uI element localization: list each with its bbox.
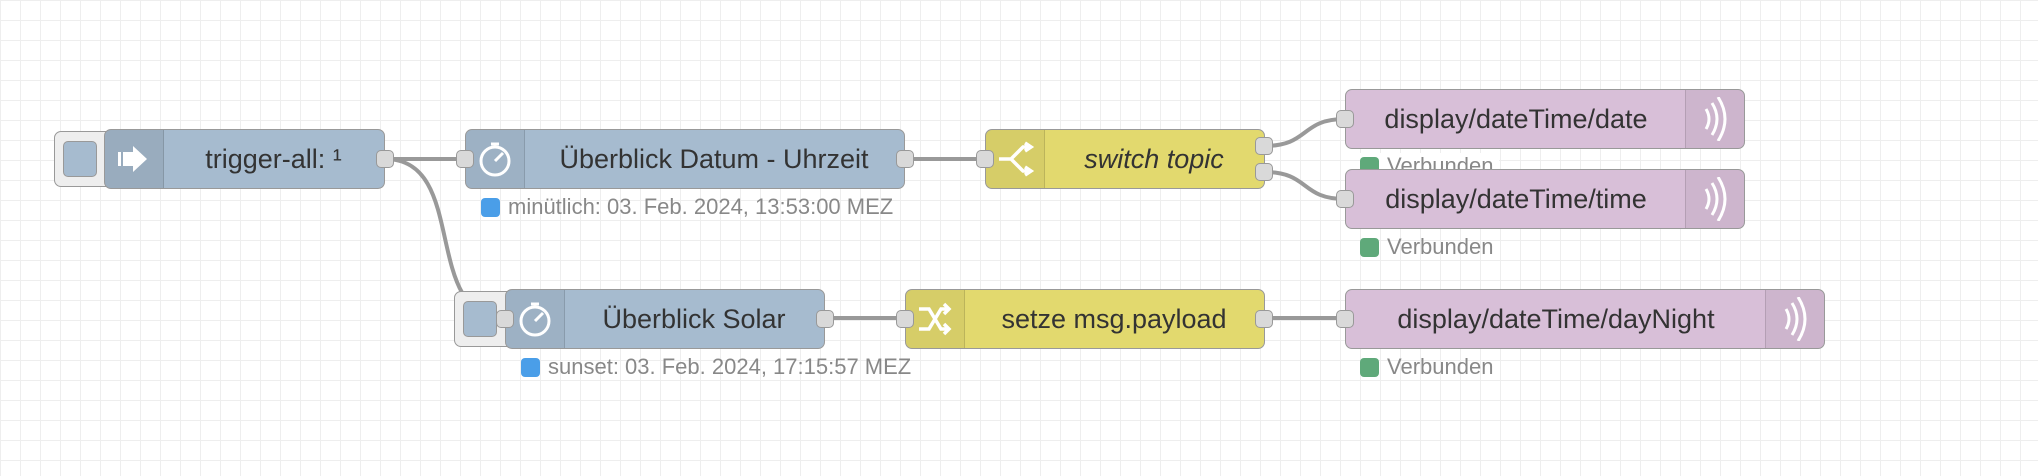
shuffle-icon: [906, 290, 965, 348]
node-setze-payload[interactable]: setze msg.payload: [905, 289, 1265, 349]
input-port[interactable]: [976, 150, 994, 168]
inject-button-face[interactable]: [63, 141, 97, 177]
inject-button-face[interactable]: [463, 301, 497, 337]
output-port[interactable]: [896, 150, 914, 168]
timer-icon: [466, 130, 525, 188]
node-label: display/dateTime/time: [1385, 183, 1647, 214]
output-port[interactable]: [376, 150, 394, 168]
node-label: Überblick Datum - Uhrzeit: [559, 143, 869, 174]
output-port[interactable]: [816, 310, 834, 328]
status-dot: [481, 197, 500, 217]
timer-icon: [506, 290, 565, 348]
status-dot: [521, 357, 540, 377]
inject-trigger-button[interactable]: [54, 131, 114, 187]
input-port[interactable]: [496, 310, 514, 328]
status-text: Verbunden: [1387, 234, 1494, 259]
output-port-1[interactable]: [1255, 137, 1273, 155]
arrow-right-icon: [105, 130, 164, 188]
status-text: sunset: 03. Feb. 2024, 17:15:57 MEZ: [548, 354, 912, 379]
node-mqtt-time[interactable]: display/dateTime/time: [1345, 169, 1745, 229]
node-trigger-all[interactable]: trigger-all: ¹: [104, 129, 385, 189]
input-port[interactable]: [456, 150, 474, 168]
status-mqtt-daynight: Verbunden: [1360, 354, 1493, 380]
node-label: setze msg.payload: [1001, 303, 1227, 334]
status-dot: [1360, 237, 1379, 257]
node-label: trigger-all: ¹: [205, 143, 342, 174]
broadcast-icon: [1685, 170, 1744, 228]
status-text: minütlich: 03. Feb. 2024, 13:53:00 MEZ: [508, 194, 894, 219]
node-label: display/dateTime/dayNight: [1397, 303, 1715, 334]
status-uberblick-datum: minütlich: 03. Feb. 2024, 13:53:00 MEZ: [481, 194, 893, 220]
broadcast-icon: [1685, 90, 1744, 148]
output-port-2[interactable]: [1255, 163, 1273, 181]
wire-switch-to-date[interactable]: [1263, 117, 1346, 148]
status-uberblick-solar: sunset: 03. Feb. 2024, 17:15:57 MEZ: [521, 354, 911, 380]
status-dot: [1360, 357, 1379, 377]
node-label: switch topic: [1084, 143, 1224, 174]
node-uberblick-datum[interactable]: Überblick Datum - Uhrzeit: [465, 129, 905, 189]
input-port[interactable]: [1336, 190, 1354, 208]
wire-switch-to-time[interactable]: [1263, 170, 1346, 201]
broadcast-icon: [1765, 290, 1824, 348]
input-port[interactable]: [896, 310, 914, 328]
node-uberblick-solar[interactable]: Überblick Solar: [505, 289, 825, 349]
status-text: Verbunden: [1387, 354, 1494, 379]
node-label: display/dateTime/date: [1384, 103, 1648, 134]
input-port[interactable]: [1336, 110, 1354, 128]
node-switch-topic[interactable]: switch topic: [985, 129, 1265, 189]
switch-icon: [986, 130, 1045, 188]
status-mqtt-time: Verbunden: [1360, 234, 1493, 260]
node-label: Überblick Solar: [602, 303, 786, 334]
input-port[interactable]: [1336, 310, 1354, 328]
output-port[interactable]: [1255, 310, 1273, 328]
node-mqtt-daynight[interactable]: display/dateTime/dayNight: [1345, 289, 1825, 349]
node-mqtt-date[interactable]: display/dateTime/date: [1345, 89, 1745, 149]
